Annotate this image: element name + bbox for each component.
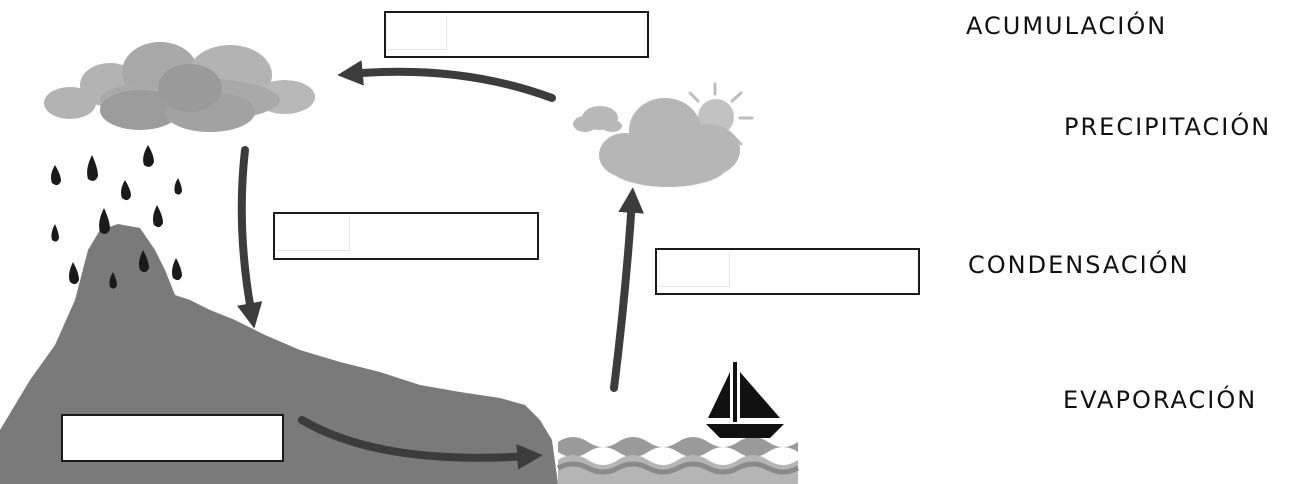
sun-cloud-icon bbox=[573, 84, 752, 187]
raindrop-icon bbox=[99, 208, 110, 234]
raindrop-icon bbox=[51, 224, 59, 242]
raindrop-icon bbox=[87, 155, 98, 181]
raindrop-icon bbox=[143, 145, 154, 167]
raindrop-icon bbox=[51, 165, 61, 185]
sailboat-icon bbox=[706, 362, 784, 438]
raindrop-icon bbox=[69, 262, 79, 284]
arrow-top bbox=[350, 72, 552, 98]
word-condensacion[interactable]: CONDENSACIÓN bbox=[968, 251, 1190, 279]
word-precipitacion[interactable]: PRECIPITACIÓN bbox=[1064, 113, 1271, 141]
raindrop-icon bbox=[121, 180, 131, 200]
word-evaporacion[interactable]: EVAPORACIÓN bbox=[1063, 386, 1257, 414]
raindrop-icon bbox=[153, 205, 163, 227]
raindrop-icon bbox=[172, 258, 182, 280]
sea bbox=[558, 432, 798, 484]
raindrop-icon bbox=[174, 178, 182, 195]
answer-box-bottom-left[interactable] bbox=[61, 414, 284, 462]
answer-box-center[interactable] bbox=[273, 212, 539, 260]
word-acumulacion[interactable]: ACUMULACIÓN bbox=[966, 12, 1167, 40]
rain-cloud-icon bbox=[44, 42, 315, 132]
answer-box-right[interactable] bbox=[655, 248, 920, 295]
answer-box-top[interactable] bbox=[384, 11, 649, 58]
arrow-left-down bbox=[242, 150, 252, 316]
arrow-right-up bbox=[614, 200, 632, 388]
